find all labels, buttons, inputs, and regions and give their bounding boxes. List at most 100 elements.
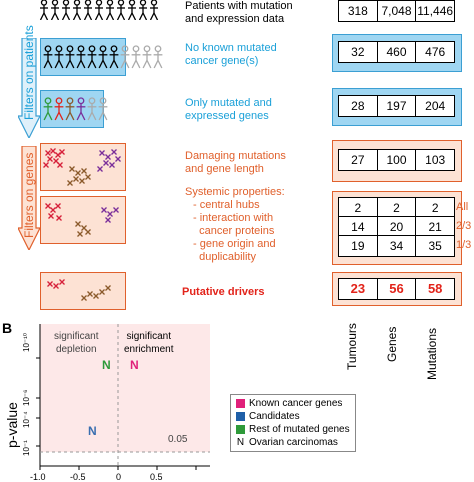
step-putative-box bbox=[40, 272, 126, 310]
figure-leg bbox=[149, 12, 155, 20]
figure-leg bbox=[87, 12, 93, 20]
panel-b-letter: B bbox=[2, 320, 13, 336]
gene-cross-mark bbox=[97, 166, 103, 172]
patients-figures-step1 bbox=[43, 45, 163, 69]
gene-cross-mark bbox=[79, 178, 85, 184]
figure-leg bbox=[76, 60, 82, 69]
figure-leg bbox=[39, 12, 45, 20]
figure-leg bbox=[80, 60, 86, 69]
panel-b-ylabel: p-value bbox=[4, 402, 20, 448]
label-1of3: 1/3 bbox=[456, 239, 472, 251]
gene-cross-mark bbox=[75, 221, 81, 227]
figure-head bbox=[88, 97, 96, 105]
gene-cross-mark bbox=[105, 285, 111, 291]
figure-leg bbox=[109, 60, 115, 69]
step2-counts: 28 197 204 bbox=[338, 95, 455, 117]
ytick-1e-4: 10⁻⁴ bbox=[22, 411, 31, 428]
figure-head bbox=[106, 0, 114, 6]
figure-leg bbox=[138, 12, 144, 20]
threshold-label: 0.05 bbox=[168, 434, 188, 445]
gene-cross-mark bbox=[77, 231, 83, 237]
figure-leg bbox=[120, 60, 126, 69]
panel-b-plot bbox=[36, 324, 210, 470]
gene-cross-mark bbox=[105, 154, 111, 160]
figure-leg bbox=[47, 60, 53, 69]
gene-crosses-step4 bbox=[45, 203, 119, 237]
filters-on-genes-arrow bbox=[18, 146, 40, 250]
figure-leg bbox=[142, 12, 148, 20]
gene-cross-mark bbox=[56, 215, 62, 221]
figure-head bbox=[95, 0, 103, 6]
figure-leg bbox=[87, 112, 93, 121]
gene-cross-mark bbox=[105, 217, 111, 223]
figure-leg bbox=[153, 12, 159, 20]
gene-cross-mark bbox=[48, 213, 54, 219]
gene-cross-mark bbox=[93, 293, 99, 299]
figure-leg bbox=[80, 112, 86, 121]
patients-figures-all bbox=[39, 0, 159, 20]
figure-leg bbox=[91, 60, 97, 69]
figure-leg bbox=[91, 112, 97, 121]
gene-cross-mark bbox=[45, 150, 51, 156]
gene-cross-mark bbox=[55, 203, 61, 209]
figure-head bbox=[51, 0, 59, 6]
figure-leg bbox=[61, 12, 67, 20]
legend-rest-mutated: Rest of mutated genes bbox=[236, 423, 350, 436]
figure-leg bbox=[124, 60, 130, 69]
gene-cross-mark bbox=[85, 229, 91, 235]
figure-leg bbox=[120, 12, 126, 20]
gene-cross-mark bbox=[81, 168, 87, 174]
gene-cross-mark bbox=[47, 281, 53, 287]
gene-crosses-step3 bbox=[43, 148, 121, 186]
step3-counts: 27 100 103 bbox=[338, 149, 455, 171]
gene-crosses-step5 bbox=[47, 279, 111, 301]
gene-cross-mark bbox=[50, 148, 56, 154]
putative-drivers-label: Putative drivers bbox=[182, 286, 265, 298]
figure-head bbox=[62, 0, 70, 6]
figure-leg bbox=[157, 60, 163, 69]
gene-cross-mark bbox=[87, 291, 93, 297]
gene-cross-mark bbox=[109, 162, 115, 168]
gene-cross-mark bbox=[81, 295, 87, 301]
figure-leg bbox=[146, 60, 152, 69]
gene-cross-mark bbox=[81, 225, 87, 231]
legend-candidates: Candidates bbox=[236, 410, 350, 423]
figure-leg bbox=[76, 112, 82, 121]
systemic-properties-label: Systemic properties: - central hubs - in… bbox=[185, 186, 285, 263]
figure-leg bbox=[58, 112, 64, 121]
gene-cross-mark bbox=[57, 162, 63, 168]
gene-cross-mark bbox=[75, 170, 81, 176]
figure-head bbox=[88, 45, 96, 53]
panel-b-legend: Known cancer genes Candidates Rest of mu… bbox=[230, 394, 356, 452]
figure-head bbox=[66, 45, 74, 53]
figure-leg bbox=[98, 112, 104, 121]
enrichment-region bbox=[118, 324, 210, 452]
point-pink-n: N bbox=[130, 358, 139, 372]
step-systemic-box bbox=[40, 196, 126, 244]
figure-leg bbox=[153, 60, 159, 69]
figure-leg bbox=[43, 112, 49, 121]
figure-head bbox=[110, 45, 118, 53]
figure-leg bbox=[47, 112, 53, 121]
figure-leg bbox=[131, 60, 137, 69]
figure-head bbox=[128, 0, 136, 6]
figure-leg bbox=[83, 12, 89, 20]
gene-cross-mark bbox=[55, 152, 61, 158]
figure-head bbox=[150, 0, 158, 6]
figure-head bbox=[44, 45, 52, 53]
point-green-n: N bbox=[102, 358, 111, 372]
figure-head bbox=[117, 0, 125, 6]
filters-on-patients-label: Filters on patients bbox=[22, 25, 36, 120]
ytick-1e-1: 10⁻¹ bbox=[22, 440, 31, 456]
step-expressed-label: Only mutated and expressed genes bbox=[185, 97, 272, 122]
legend-known-cancer-genes: Known cancer genes bbox=[236, 397, 350, 410]
figure-leg bbox=[69, 60, 75, 69]
gene-cross-mark bbox=[43, 162, 49, 168]
figure-leg bbox=[65, 60, 71, 69]
figure-leg bbox=[54, 60, 60, 69]
figure-leg bbox=[65, 112, 71, 121]
gene-cross-mark bbox=[73, 176, 79, 182]
figure-head bbox=[99, 45, 107, 53]
figure-leg bbox=[98, 60, 104, 69]
